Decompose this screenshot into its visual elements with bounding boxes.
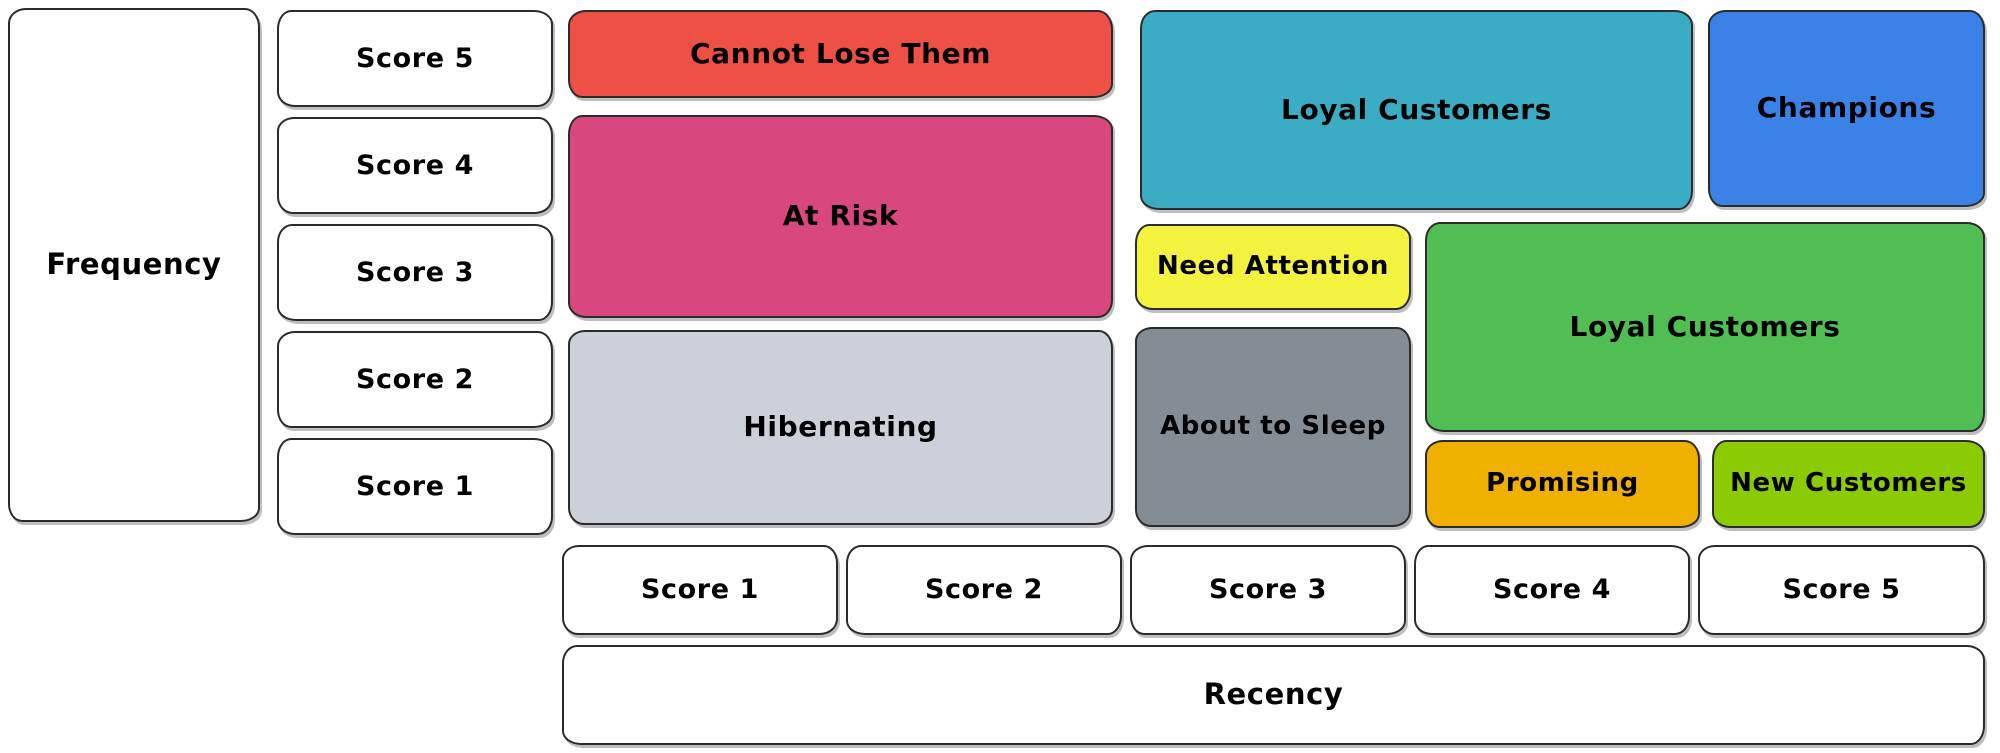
segment-cannot-lose-them[interactable]: Cannot Lose Them (568, 10, 1113, 98)
frequency-score-3[interactable]: Score 3 (277, 224, 553, 321)
segment-about-to-sleep[interactable]: About to Sleep (1135, 327, 1411, 527)
recency-score-5[interactable]: Score 5 (1698, 545, 1985, 635)
segment-cannot-lose-them-label: Cannot Lose Them (690, 36, 991, 70)
frequency-score-4-text: Score 4 (355, 149, 474, 181)
recency-axis-label: Recency (562, 645, 1985, 745)
segment-at-risk[interactable]: At Risk (568, 115, 1113, 318)
recency-score-5-text: Score 5 (1782, 574, 1901, 606)
segment-champions-label: Champions (1756, 91, 1937, 125)
recency-score-2-text: Score 2 (924, 574, 1043, 606)
frequency-score-2-text: Score 2 (355, 363, 474, 395)
frequency-axis-label: Frequency (8, 8, 260, 522)
recency-score-3-text: Score 3 (1208, 574, 1327, 606)
recency-score-1-text: Score 1 (640, 574, 759, 606)
frequency-axis-text: Frequency (46, 247, 222, 282)
segment-hibernating-label: Hibernating (743, 410, 938, 444)
frequency-score-1-text: Score 1 (355, 470, 474, 502)
recency-score-2[interactable]: Score 2 (846, 545, 1122, 635)
segment-hibernating[interactable]: Hibernating (568, 330, 1113, 525)
recency-axis-text: Recency (1203, 677, 1344, 712)
frequency-score-5[interactable]: Score 5 (277, 10, 553, 107)
segment-loyal-customers-teal-label: Loyal Customers (1281, 92, 1552, 126)
segment-loyal-customers-green[interactable]: Loyal Customers (1425, 222, 1985, 432)
segment-need-attention[interactable]: Need Attention (1135, 224, 1411, 310)
recency-score-4[interactable]: Score 4 (1414, 545, 1690, 635)
frequency-score-2[interactable]: Score 2 (277, 331, 553, 428)
segment-promising-label: Promising (1486, 468, 1639, 499)
segment-champions[interactable]: Champions (1708, 10, 1985, 207)
segment-need-attention-label: Need Attention (1157, 251, 1389, 282)
segment-at-risk-label: At Risk (782, 199, 899, 233)
segment-loyal-customers-green-label: Loyal Customers (1569, 309, 1841, 343)
segment-new-customers[interactable]: New Customers (1712, 440, 1985, 528)
recency-score-3[interactable]: Score 3 (1130, 545, 1406, 635)
recency-score-4-text: Score 4 (1492, 574, 1611, 606)
frequency-score-1[interactable]: Score 1 (277, 438, 553, 535)
frequency-score-5-text: Score 5 (355, 42, 474, 74)
segment-new-customers-label: New Customers (1730, 468, 1967, 499)
frequency-score-3-text: Score 3 (355, 256, 474, 288)
segment-about-to-sleep-label: About to Sleep (1160, 411, 1386, 442)
recency-score-1[interactable]: Score 1 (562, 545, 838, 635)
segment-promising[interactable]: Promising (1425, 440, 1700, 528)
segment-loyal-customers-teal[interactable]: Loyal Customers (1140, 10, 1693, 210)
frequency-score-4[interactable]: Score 4 (277, 117, 553, 214)
